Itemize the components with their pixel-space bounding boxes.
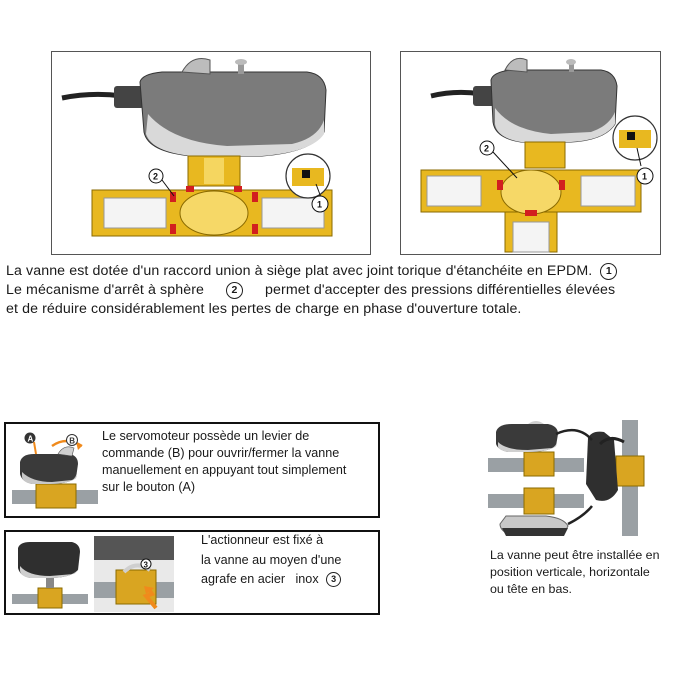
lever-line: manuellement en appuyant tout simplement: [102, 463, 347, 477]
valve-body: [35, 483, 77, 509]
actuator-body: [20, 454, 78, 484]
marker-3-inline: 3: [326, 572, 342, 588]
actuator-photo: [12, 542, 88, 609]
clip-line: L'actionneur est fixé à: [201, 533, 324, 547]
valve-body: [115, 569, 157, 605]
caption-line: La vanne peut être installée en: [490, 548, 660, 562]
installation-orientations-photo: [488, 420, 645, 536]
lever-info-box: A B Le servomoteur possède un levier de …: [4, 422, 380, 518]
intro-line-2: Le mécanisme d'arrêt à sphère 2 permet d'a…: [6, 281, 682, 300]
intro-line-1: La vanne est dotée d'un raccord union à …: [6, 262, 682, 281]
diagram-three-way-valve: 1 2: [400, 51, 661, 255]
marker-2: 2: [484, 144, 489, 154]
actuator-body: [18, 542, 80, 578]
actuator-vertical: [586, 431, 618, 501]
clip-description: L'actionneur est fixé à la vanne au moye…: [201, 531, 345, 590]
two-way-valve-illustration: 1 2: [61, 58, 333, 237]
marker-3: 3: [144, 561, 149, 570]
lever-line: commande (B) pour ouvrir/fermer la vanne: [102, 446, 340, 460]
lever-handle: [504, 57, 528, 73]
label-b-badge: [66, 434, 78, 446]
marker-1: 1: [317, 200, 322, 210]
lever-line: Le servomoteur possède un levier de: [102, 429, 310, 443]
marker-2: 2: [153, 172, 158, 182]
installation-caption: La vanne peut être installée en position…: [490, 547, 659, 598]
intro-paragraph: La vanne est dotée d'un raccord union à …: [6, 262, 682, 319]
caption-line: ou tête en bas.: [490, 582, 572, 596]
caption-line: position verticale, horizontale: [490, 565, 650, 579]
diagram-two-way-valve: 1 2: [51, 51, 371, 255]
ball: [500, 169, 562, 215]
clip-line: agrafe en acier inox 3: [201, 570, 345, 590]
intro-line-2-text-b: permet d'accepter des pressions différen…: [265, 282, 616, 298]
label-b: B: [69, 436, 75, 445]
ball: [179, 190, 249, 236]
clip-line: la vanne au moyen d'une: [201, 552, 342, 567]
actuator-lever-photo: A B: [12, 432, 98, 509]
clip-photo: 3: [94, 536, 174, 612]
label-a-badge: [24, 432, 36, 444]
intro-line-2-text-a: Le mécanisme d'arrêt à sphère: [6, 282, 205, 298]
intro-line-3: et de réduire considérablement les perte…: [6, 301, 522, 317]
cable-gland: [473, 86, 495, 106]
marker-1: 1: [642, 172, 647, 182]
push-button: [566, 59, 576, 65]
label-a: A: [28, 435, 34, 444]
valve-body: [37, 587, 63, 609]
marker-2-inline: 2: [226, 281, 244, 299]
lever-description: Le servomoteur possède un levier de comm…: [102, 428, 346, 496]
clip-line-text: agrafe en acier inox: [201, 572, 319, 586]
intro-line-1-text: La vanne est dotée d'un raccord union à …: [6, 263, 593, 279]
lever-line: sur le bouton (A): [102, 480, 196, 494]
lever-handle: [181, 58, 211, 75]
three-way-valve-illustration: 1 2: [420, 57, 658, 253]
marker-1-inline: 1: [600, 262, 618, 280]
cable-gland: [114, 86, 144, 108]
clip-info-box: 3 L'actionneur est fixé à la vanne au mo…: [4, 530, 380, 615]
actuator-horizontal: [496, 424, 558, 452]
push-button: [235, 59, 247, 65]
